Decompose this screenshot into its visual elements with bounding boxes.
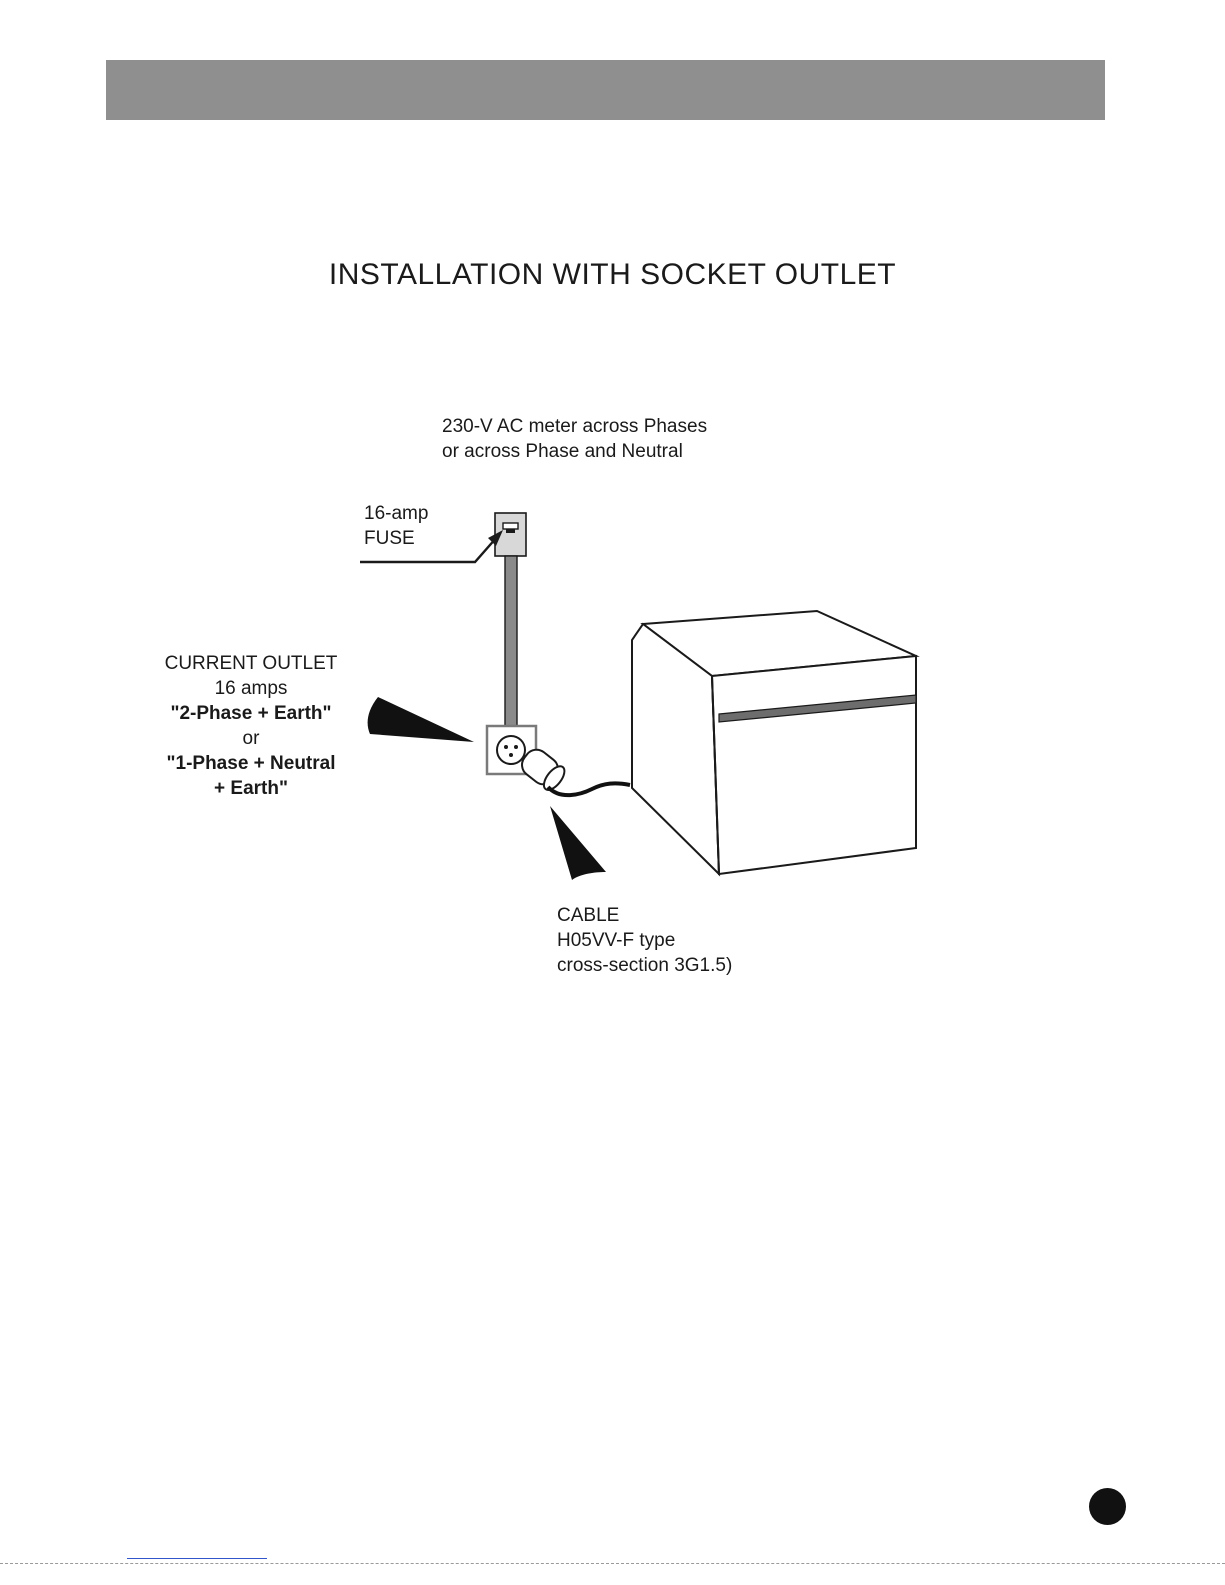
power-cable [548, 783, 630, 795]
outlet-pointer-arrow [368, 697, 474, 742]
bottom-link-underline [127, 1558, 267, 1559]
cable-pointer-arrow [550, 806, 606, 880]
conduit [505, 556, 517, 726]
oven-icon [632, 611, 916, 874]
bottom-divider [0, 1563, 1225, 1564]
fuse-pointer [360, 530, 503, 562]
page-number-badge [1089, 1488, 1126, 1525]
